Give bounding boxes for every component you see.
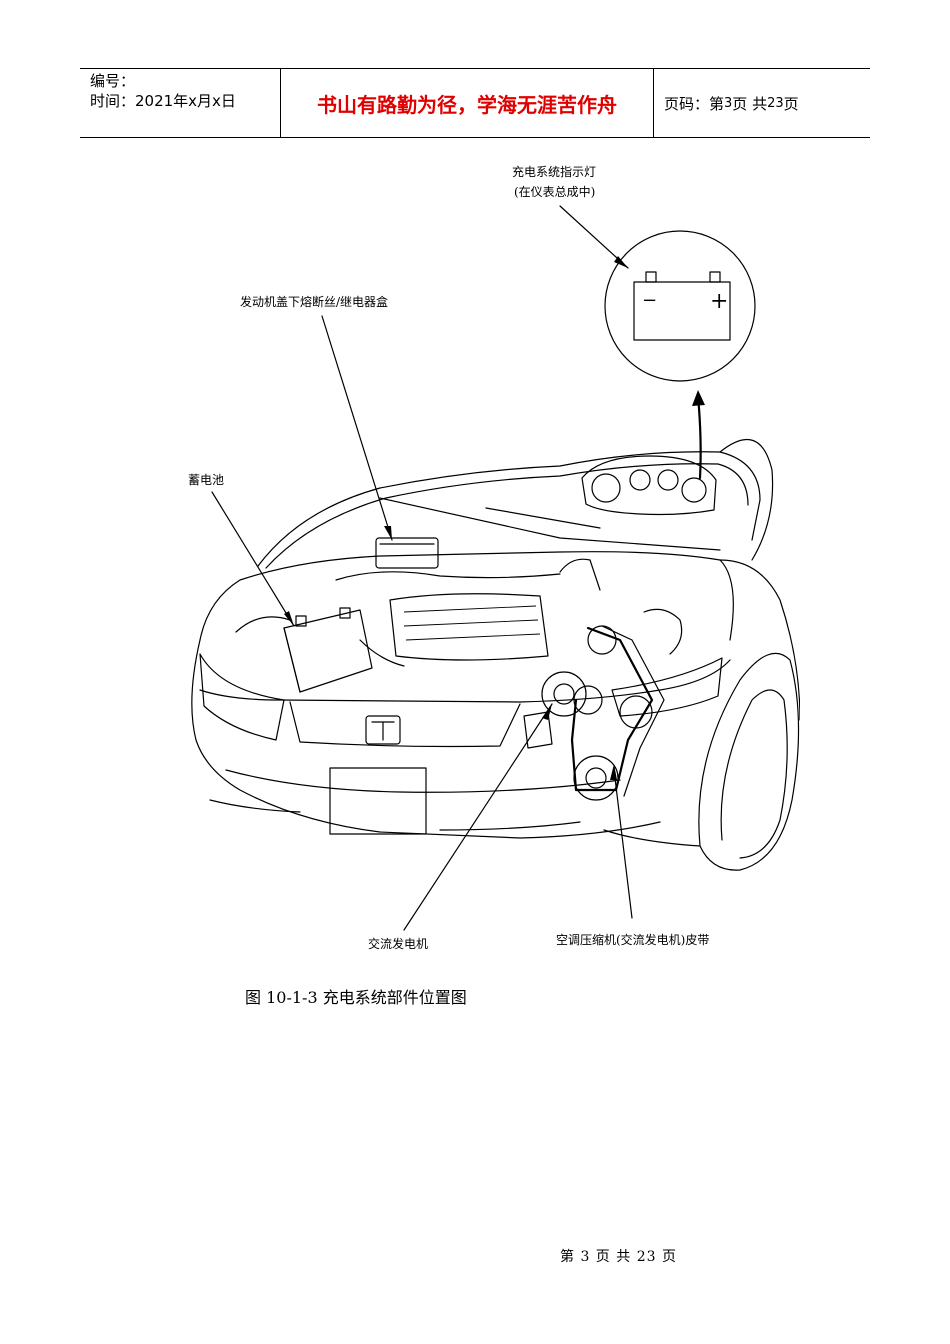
page-prefix: 页码：第 [664,94,725,113]
date-label: 时间：2021年x月x日 [90,92,236,110]
page-mid: 页 共 [732,94,768,113]
page-footer: 第 3 页 共 23 页 [560,1249,677,1265]
figure-caption: 图 10-1-3 充电系统部件位置图 [245,988,467,1007]
indicator-label-line2: (在仪表总成中) [514,184,595,199]
indicator-label-line1: 充电系统指示灯 [512,164,596,179]
leader-lines [211,205,705,931]
battery-label: 蓄电池 [188,473,224,487]
header-meta-cell: 编号： 时间：2021年x月x日 [80,69,281,137]
fuse-box-label: 发动机盖下熔断丝/继电器盒 [240,294,388,309]
page-current: 3 [724,95,733,111]
battery-plus-sign: + [710,289,728,314]
battery-minus-sign: − [642,290,657,311]
page-suffix: 页 [783,94,799,113]
page-total: 23 [767,95,784,111]
indicator-lamp-callout: − + [604,230,756,382]
car-illustration [191,438,800,871]
alternator-label: 交流发电机 [368,936,428,951]
document-header: 编号： 时间：2021年x月x日 书山有路勤为径，学海无涯苦作舟 页码：第 3 … [80,68,870,138]
belt-label: 空调压缩机(交流发电机)皮带 [556,932,709,947]
number-label: 编号： [90,72,136,90]
header-page-cell: 页码：第 3 页 共 23 页 [654,69,870,137]
header-motto-cell: 书山有路勤为径，学海无涯苦作舟 [281,69,654,137]
motto-text: 书山有路勤为径，学海无涯苦作舟 [317,92,617,117]
charging-system-diagram: 充电系统指示灯 (在仪表总成中) 发动机盖下熔断丝/继电器盒 蓄电池 交流发电机… [188,164,800,951]
